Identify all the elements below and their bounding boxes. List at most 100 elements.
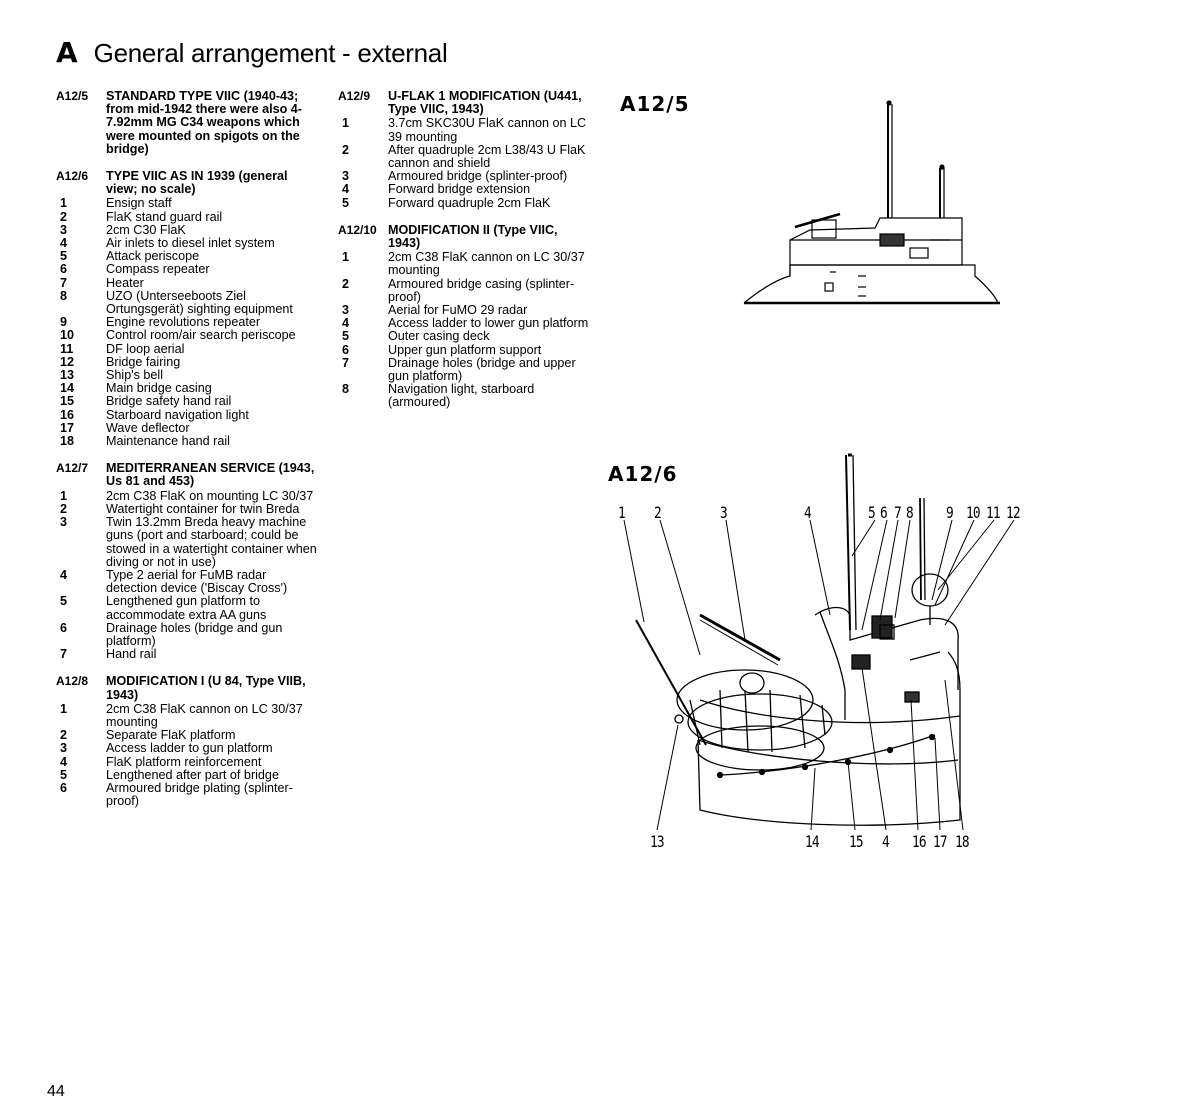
legend-item-number: 5 — [60, 767, 68, 782]
figure-label-a12-5: A12/5 — [620, 92, 690, 116]
legend-item-text: Air inlets to diesel inlet system — [106, 236, 275, 251]
legend-item-text: 2cm C38 FlaK cannon on LC 30/37 mounting — [106, 701, 303, 729]
legend-item-number: 7 — [342, 355, 350, 370]
legend-item-number: 4 — [60, 754, 68, 769]
callout-number: 17 — [933, 832, 948, 851]
legend-item-text: Bridge fairing — [106, 354, 181, 369]
legend-item-text: Watertight container for twin Breda — [106, 501, 300, 516]
legend-item-number: 3 — [60, 741, 68, 756]
legend-item-text: DF loop aerial — [106, 341, 185, 356]
legend-section-id: A12/6 — [56, 169, 89, 184]
legend-item: 2 Watertight container for twin Breda — [56, 501, 318, 516]
callout-number: 9 — [946, 503, 954, 522]
figure-label-a12-6: A12/6 — [608, 462, 678, 486]
legend-section-id: A12/9 — [338, 89, 371, 103]
callout-number: 4 — [804, 503, 812, 522]
legend-item-number: 7 — [60, 647, 68, 662]
legend-item: 5 Lengthened after part of bridge — [56, 767, 318, 782]
legend-item-text: Attack periscope — [106, 249, 200, 264]
callout-number: 18 — [955, 832, 970, 851]
legend-item-number: 6 — [342, 342, 350, 357]
legend-item: 6 Upper gun platform support — [338, 342, 593, 357]
legend-item-text: Access ladder to gun platform — [106, 741, 273, 756]
callout-number: 12 — [1006, 503, 1021, 522]
legend-item-number: 14 — [60, 381, 75, 396]
legend-item-number: 17 — [60, 420, 75, 435]
legend-section-title: U-FLAK 1 MODIFICATION (U441, Type VIIC, … — [388, 89, 582, 117]
callout-number: 3 — [720, 503, 728, 522]
legend-item-number: 9 — [60, 315, 68, 330]
legend-item-number: 1 — [342, 250, 350, 265]
legend-item-number: 6 — [60, 780, 68, 795]
legend-section: A12/8 MODIFICATION I (U 84, Type VIIB, 19… — [56, 675, 318, 808]
legend-item-number: 13 — [60, 368, 75, 383]
section-letter: A — [56, 36, 78, 69]
legend-section-id: A12/7 — [56, 461, 89, 476]
legend-item-text: Navigation light, starboard (armoured) — [388, 382, 535, 410]
legend-item-text: Drainage holes (bridge and upper gun pla… — [388, 355, 576, 384]
callout-number: 15 — [849, 832, 864, 851]
legend-item-number: 1 — [60, 488, 68, 503]
legend-item-number: 3 — [342, 169, 350, 184]
legend-item-number: 16 — [60, 407, 75, 422]
legend-item-number: 12 — [60, 354, 75, 369]
legend-item-text: FlaK stand guard rail — [106, 209, 223, 224]
legend-section-title: MODIFICATION I (U 84, Type VIIB, 1943) — [106, 674, 306, 702]
legend-item-text: UZO (Unterseeboots Ziel Ortungsgerät) si… — [106, 288, 293, 317]
legend-section-id: A12/8 — [56, 674, 89, 689]
callout-number: 10 — [966, 503, 981, 522]
legend-item-number: 2 — [342, 142, 350, 157]
legend-item-text: Upper gun platform support — [388, 342, 542, 357]
legend-section-header: A12/8 MODIFICATION I (U 84, Type VIIB, 19… — [56, 674, 318, 702]
legend-section-id: A12/10 — [338, 222, 377, 237]
legend-item-text: Armoured bridge casing (splinter-proof) — [388, 276, 575, 304]
legend-item-text: Outer casing deck — [388, 329, 490, 344]
legend-item-number: 11 — [60, 341, 74, 356]
legend-item-number: 1 — [60, 701, 68, 716]
legend-item-text: Lengthened after part of bridge — [106, 767, 279, 782]
legend-item-text: Control room/air search periscope — [106, 328, 296, 343]
legend-column-middle: A12/9 U-FLAK 1 MODIFICATION (U441, Type V… — [338, 89, 593, 424]
callout-number: 11 — [986, 503, 1001, 522]
legend-item-text: Main bridge casing — [106, 381, 212, 396]
legend-item-number: 2 — [60, 728, 68, 743]
legend-item-text: Forward bridge extension — [388, 182, 531, 197]
legend-item-number: 7 — [60, 275, 68, 290]
legend-item-number: 2 — [60, 501, 68, 516]
legend-item-text: Ensign staff — [106, 196, 172, 211]
legend-item-number: 3 — [60, 515, 68, 530]
callout-number: 16 — [912, 832, 927, 851]
callout-number: 13 — [650, 832, 665, 851]
legend-item-text: Bridge safety hand rail — [106, 394, 232, 409]
page-number: 44 — [47, 1083, 65, 1100]
callout-number: 2 — [654, 503, 662, 522]
callout-number: 7 — [894, 503, 902, 522]
legend-item-text: Twin 13.2mm Breda heavy machine guns (po… — [106, 515, 317, 569]
